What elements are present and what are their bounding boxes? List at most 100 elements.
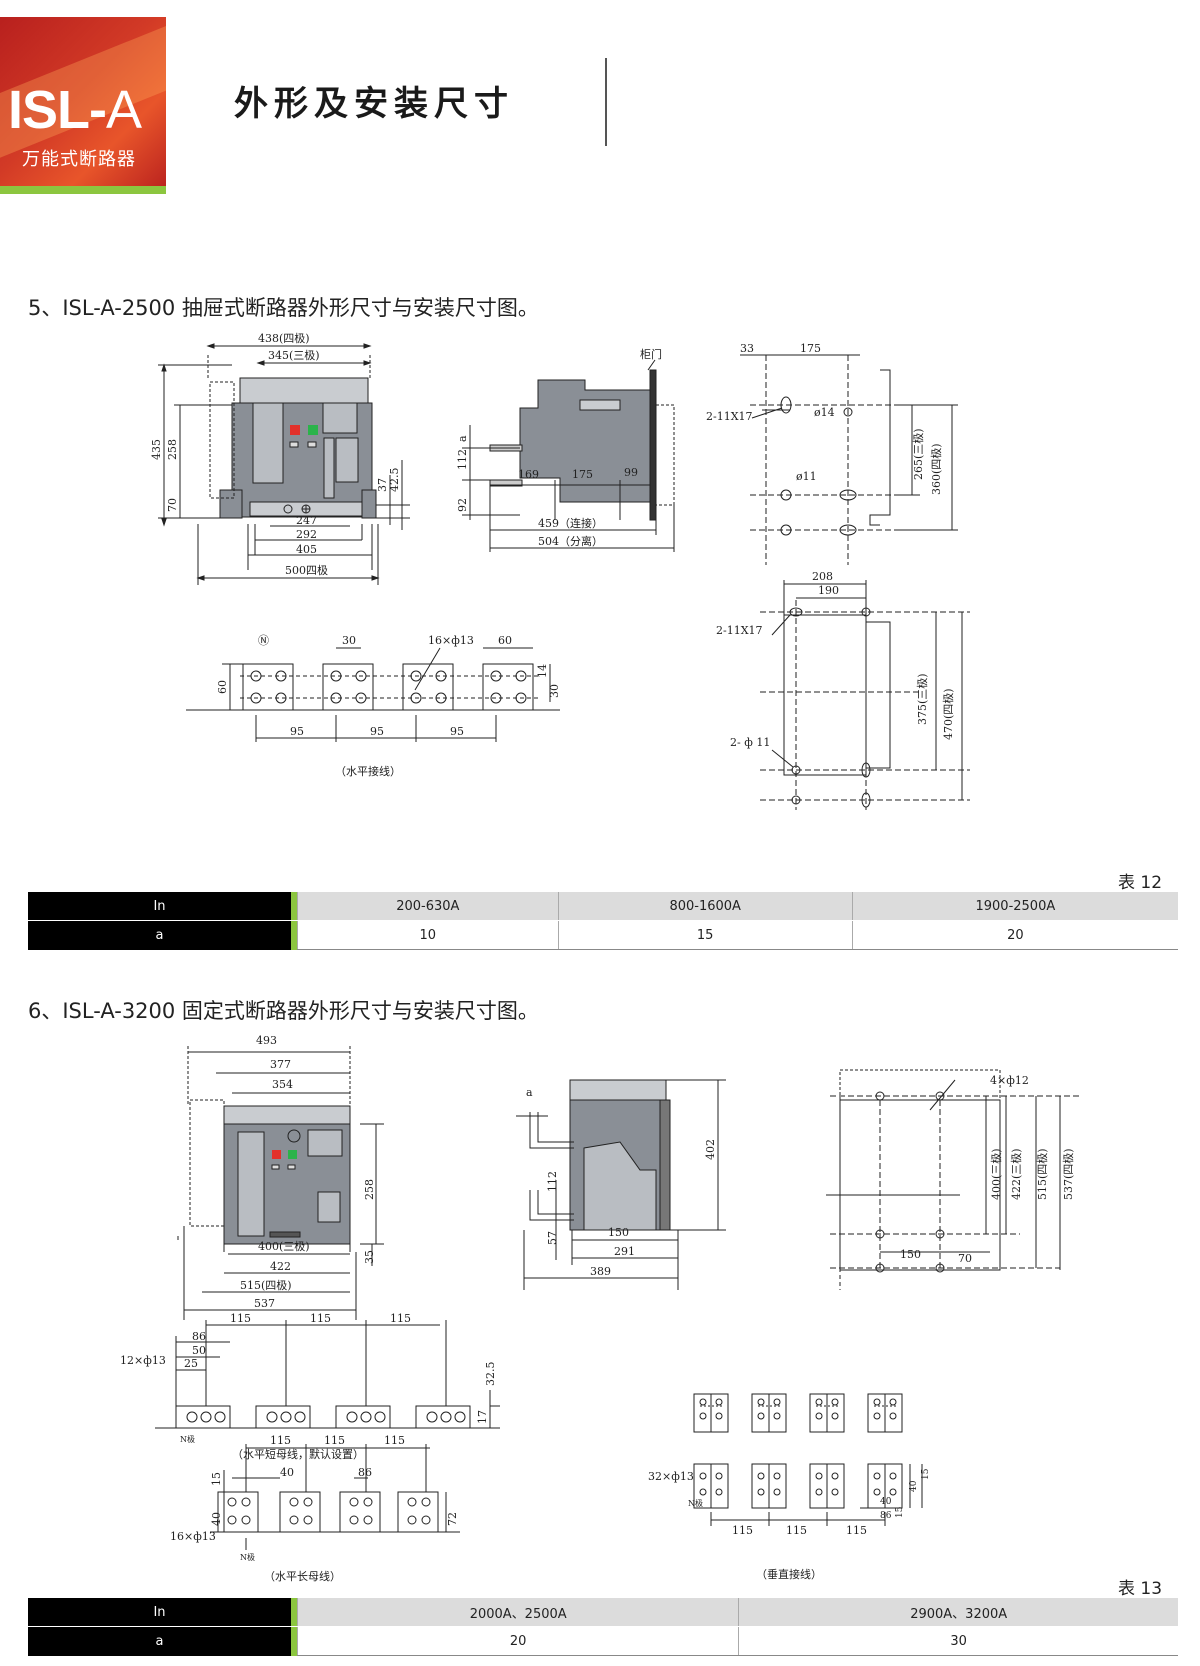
sb-dim-86: 86: [192, 1330, 206, 1343]
sb-dim-25: 25: [184, 1357, 198, 1370]
sb-caption: （水平短母线，默认设置）: [232, 1447, 364, 1461]
f-dim-377: 377: [270, 1058, 291, 1071]
vb-pitch-3: 115: [846, 1524, 867, 1537]
s6-front-labels: 493 377 354 258 35 400(三极) 422 515(四极) 5…: [240, 1034, 376, 1310]
table-12-header-row: In 200-630A 800-1600A 1900-2500A: [28, 892, 1178, 921]
dim-375: 375(三极): [915, 673, 929, 725]
s6-long-bus-labels: 115 115 115 40 86 15 40 72 16×ф13 N极 （水平…: [170, 1434, 459, 1583]
dia-2-11: 2- ф 11: [730, 736, 770, 749]
f-dim-515: 515(四极): [240, 1278, 292, 1292]
dim-190: 190: [818, 584, 839, 597]
dim-360: 360(四极): [929, 443, 943, 495]
dim-42-5: 42.5: [388, 468, 401, 493]
s5-busbar-labels: Ⓝ 30 16×ф13 60 60 14 30 95 95 95 （水平接线）: [216, 634, 561, 778]
bus-pitch-2: 95: [370, 725, 384, 738]
dim-435: 435: [150, 439, 163, 460]
bus-pitch-3: 95: [450, 725, 464, 738]
sb-dim-17: 17: [476, 1410, 489, 1424]
table-13-val-1: 20: [296, 1626, 739, 1656]
table-12-green-bar: [291, 892, 298, 921]
s5-front-view: [158, 343, 410, 585]
sb-pitch-1: 115: [230, 1312, 251, 1325]
table-12-in-label: In: [28, 892, 291, 921]
lb-dim-86: 86: [358, 1466, 372, 1479]
m-dim-515: 515(四极): [1035, 1148, 1049, 1200]
s6-mount: [826, 1069, 1080, 1290]
table-13-header-row: In 2000A、2500A 2900A、3200A: [28, 1598, 1178, 1627]
s6-short-bus: [155, 1320, 500, 1429]
section-5-heading: 5、ISL-A-2500 抽屉式断路器外形尺寸与安装尺寸图。: [28, 296, 539, 320]
dim-459: 459（连接）: [538, 517, 603, 530]
s6-mount-labels: 4×ф12 400(三极) 422(三极) 515(四极) 537(四极) 15…: [900, 1074, 1075, 1265]
s6-side-view: [516, 1079, 726, 1290]
lb-dim-15: 15: [210, 1472, 223, 1486]
f-dim-258: 258: [363, 1179, 376, 1200]
bus-pitch-1: 95: [290, 725, 304, 738]
f-dim-354: 354: [272, 1078, 293, 1091]
f-dim-422: 422: [270, 1260, 291, 1273]
lb-caption: （水平长母线）: [264, 1569, 341, 1583]
f-dim-400: 400(三极): [258, 1239, 310, 1253]
f-dim-35: 35: [363, 1250, 376, 1264]
vb-dim-86: 86: [880, 1511, 892, 1521]
dim-33: 33: [740, 342, 754, 355]
table-12-col-2: 800-1600A: [557, 892, 853, 921]
sb-dim-32-5: 32.5: [484, 1362, 497, 1387]
n-pole-mark: Ⓝ: [258, 634, 269, 647]
lb-dim-40h: 40: [210, 1512, 223, 1526]
sb-pitch-2: 115: [310, 1312, 331, 1325]
dim-208: 208: [812, 570, 833, 583]
table-13-val-2: 30: [738, 1626, 1178, 1656]
bus-holes: 16×ф13: [428, 634, 474, 647]
holes-2-11x17: 2-11X17: [706, 410, 753, 423]
dim-292: 292: [296, 528, 317, 541]
label-cabinet-door: 柜门: [640, 347, 662, 361]
lb-pitch-1: 115: [270, 1434, 291, 1447]
dim-504: 504（分离）: [538, 534, 603, 548]
logo-wordmark: ISL-A: [8, 80, 142, 140]
s-dim-389: 389: [590, 1265, 611, 1278]
table-13-green-bar: [291, 1598, 298, 1627]
holes-2-11x17-b: 2-11X17: [716, 624, 763, 637]
bus-dim-60w: 60: [498, 634, 512, 647]
vb-pitch-1: 115: [732, 1524, 753, 1537]
vb-dim-40w: 40: [880, 1497, 892, 1507]
section-5-drawings: 438(四极) 345(三极) 435 258 70 37 42.5 247 2…: [0, 330, 1200, 860]
s-dim-112: 112: [546, 1171, 559, 1192]
lb-dim-40w: 40: [280, 1466, 294, 1479]
vb-dim-15: 15: [921, 1468, 931, 1480]
table-13-label: 表 13: [1118, 1579, 1163, 1599]
sb-npole: N极: [180, 1434, 195, 1444]
m-dim-150: 150: [900, 1248, 921, 1261]
s5-side-view: [462, 359, 675, 552]
bus-dim-60h: 60: [216, 680, 229, 694]
dia-11: ø11: [796, 470, 817, 483]
bus-dim-14: 14: [536, 664, 549, 678]
dim-169: 169: [518, 468, 539, 481]
s-dim-150: 150: [608, 1226, 629, 1239]
s6-long-bus: [210, 1444, 460, 1550]
s6-front-view: [177, 1046, 384, 1320]
bus-dim-30h: 30: [548, 684, 561, 698]
s-dim-402: 402: [704, 1139, 717, 1160]
dim-37: 37: [376, 478, 389, 492]
vb-pitch-2: 115: [786, 1524, 807, 1537]
vb-dim-15b: 15: [895, 1506, 905, 1518]
s-dim-57: 57: [546, 1231, 559, 1245]
bus-caption: （水平接线）: [335, 764, 401, 778]
table-13-col-1: 2000A、2500A: [296, 1598, 739, 1627]
s5-front-labels: 438(四极) 345(三极) 435 258 70 37 42.5 247 2…: [150, 331, 401, 577]
lb-holes: 16×ф13: [170, 1530, 216, 1543]
dim-112: 112: [456, 449, 469, 470]
bus-dim-30: 30: [342, 634, 356, 647]
dim-345: 345(三极): [268, 348, 320, 362]
table-13-data-row: a 20 30: [28, 1626, 1178, 1656]
table-12-a-label: a: [28, 920, 291, 950]
table-13-green-bar-2: [291, 1626, 298, 1656]
table-12: In 200-630A 800-1600A 1900-2500A a 10 15…: [28, 892, 1178, 950]
sb-dim-50: 50: [192, 1344, 206, 1357]
s6-side-labels: a 402 112 57 150 291 389: [526, 1086, 717, 1278]
vb-caption: （垂直接线）: [756, 1567, 822, 1581]
table-12-col-3: 1900-2500A: [851, 892, 1178, 921]
dim-92: 92: [456, 498, 469, 512]
